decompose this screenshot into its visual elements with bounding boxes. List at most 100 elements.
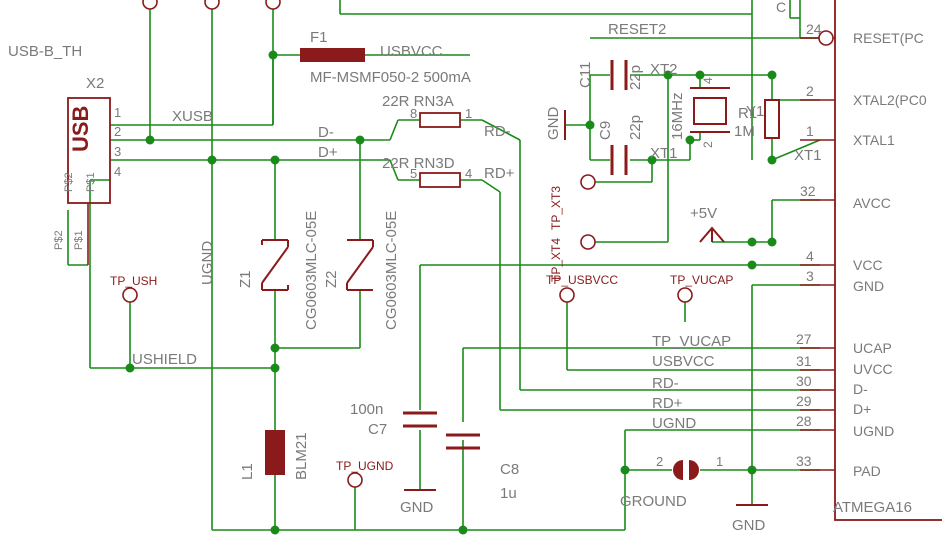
ps2b-label: P$2 [53,230,65,250]
tp-top-1 [142,0,158,10]
gnd-bottom-label: GND [732,517,766,534]
ic-pin-name: XTAL2(PC0 [853,92,927,108]
tp-vucap-label: TP_VUCAP [670,273,733,287]
tp-ush-circle [122,287,138,303]
ferrite-l1-body [265,430,285,475]
tp-vucap-circle [677,287,693,303]
schematic-labels: USB-B_TH X2 1 2 3 4 XUSB D- D+ UGND F1 U… [8,21,822,534]
c9-value-label: 22p [627,115,644,140]
tp-top-3 [265,0,281,10]
ic-pin-num: 27 [796,331,812,347]
c7-value-label: 100n [350,401,383,418]
ugnd-net-label: UGND [652,415,696,432]
rd-minus-net-label: RD- [652,375,679,392]
ground-symbols [404,110,768,506]
plus5v-label: +5V [690,205,717,222]
ic-pin-name: RESET(PC [853,30,924,46]
capacitors [403,60,628,450]
usb-pin-1: 1 [114,105,121,120]
dminus-label: D- [318,124,334,141]
ic-pin-name: UCAP [853,340,892,356]
y1-label: Y1 [746,103,764,120]
y1-pin-2: 2 [701,141,715,148]
tp-top-2 [204,0,220,10]
tp-usbvcc-label: TP_USBVCC [546,273,618,287]
reset-inverter-bubble [818,30,834,46]
ic-pin-name: UVCC [853,361,893,377]
y1-pin-4: 4 [701,77,715,84]
resistor-network-rn3 [419,112,461,188]
usb-pin-4: 4 [114,164,121,179]
cg-b-label: CG0603MLC-05E [383,211,400,330]
ic-pin-name: UGND [853,423,894,439]
usb-text: USB [68,106,93,152]
gnd-c7-label: GND [400,499,434,516]
blm21-label: BLM21 [293,432,310,480]
ic-pin-num: 33 [796,453,812,469]
usb-pin-2: 2 [114,124,121,139]
xt2-label: XT2 [650,61,678,78]
rn3d-label: 22R RN3D [382,155,455,172]
usb-connector-x2: USB P$2 P$1 P$2 P$1 [53,97,111,265]
ic-pin-name: D- [853,381,868,397]
c7-label: C7 [368,421,387,438]
tp-usbvcc-circle [559,287,575,303]
r1-label: R1 [738,105,757,122]
c9-label: C9 [597,121,614,140]
fuse-f1-body [300,48,365,62]
z2-label: Z2 [323,270,340,288]
tp-xt4-label: TP_XT4 [549,238,563,282]
tp-ugnd-circle [347,472,363,488]
ic-pin-num: 29 [796,393,812,409]
ic-pin-num: 4 [806,248,814,264]
tvs-diodes [261,239,374,291]
ic-pin-name: AVCC [853,195,891,211]
ic-pin-num: 3 [806,268,814,284]
x2-label: X2 [86,75,104,92]
cg-a-label: CG0603MLC-05E [303,211,320,330]
tvs-z1 [261,239,289,291]
ground-label: GROUND [620,493,687,510]
tp-vucap-net-label: TP_VUCAP [652,333,731,350]
jumper-pin-2: 2 [656,454,663,469]
ic-atmega16 [800,0,942,521]
c8-value-label: 1u [500,485,517,502]
f1-label: F1 [310,29,328,46]
ic-pin-num: 30 [796,373,812,389]
ugnd-vertical-label: UGND [199,241,216,285]
crystal-y1 [690,87,730,133]
xt1-a-label: XT1 [650,145,678,162]
c11-value-label: 22p [627,65,644,90]
ic-pin-num: 1 [806,123,814,139]
tp-xt3-circle [580,174,596,190]
ic-pin-num: 31 [796,353,812,369]
fuse-part-label: MF-MSMF050-2 500mA [310,69,471,86]
capacitor-c11 [610,60,628,90]
ic-name-label: ATMEGA16 [833,499,912,516]
ic-pin-labels: 24 RESET(PC 2 XTAL2(PC0 1 XTAL1 32 AVCC … [776,0,927,516]
ps1b-label: P$1 [73,230,85,250]
ic-pin-num: 28 [796,413,812,429]
rn3a-label: 22R RN3A [382,93,454,110]
dplus-label: D+ [318,144,338,161]
l1-label: L1 [239,463,256,480]
crystal-label: 16MHz [669,92,686,140]
resistor-r1 [764,99,780,139]
rn-pin-4: 4 [465,166,472,181]
ps1-label: P$1 [85,172,97,192]
gnd-left-label: GND [545,107,562,141]
rd-plus-label: RD+ [484,165,515,182]
tp-ugnd-label: TP_UGND [336,459,394,473]
jumper-pin-1: 1 [716,454,723,469]
capacitor-c7 [403,411,437,428]
capacitor-c9 [610,145,628,175]
ic-pin-name: XTAL1 [853,132,895,148]
ic-fragment-c: C [776,0,786,15]
rn-pin-8: 8 [410,106,417,121]
usbvcc-net-label: USBVCC [652,353,715,370]
junction-dots [125,50,777,535]
xt1-b-label: XT1 [794,147,822,164]
ushield-label: USHIELD [132,351,197,368]
ic-pin-name: GND [853,278,884,294]
